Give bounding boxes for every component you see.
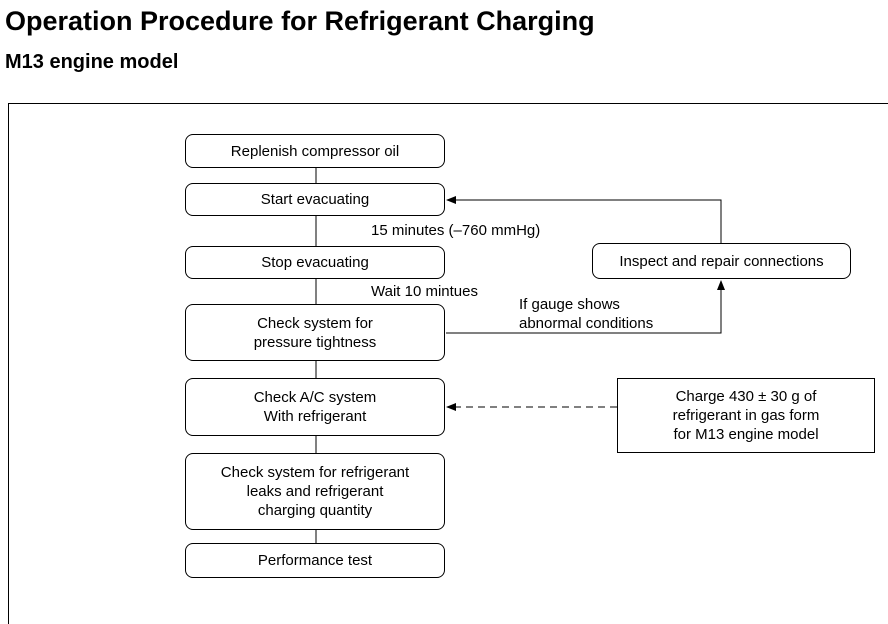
check-leaks-line-3: charging quantity bbox=[257, 502, 373, 519]
check-leaks-line-2: leaks and refrigerant bbox=[246, 483, 384, 500]
charge-note-line-1: Charge 430 ± 30 g of bbox=[675, 388, 817, 405]
inspect-repair-label: Inspect and repair connections bbox=[619, 252, 824, 270]
check-leaks-line-1: Check system for refrigerant bbox=[220, 464, 410, 481]
performance-test-step: Performance test bbox=[185, 543, 445, 578]
abnormal-conditions-label: If gauge shows abnormal conditions bbox=[519, 295, 653, 333]
page-subtitle: M13 engine model bbox=[5, 51, 179, 73]
inspect-repair-step: Inspect and repair connections bbox=[592, 243, 851, 279]
abnormal-line-1: If gauge shows bbox=[519, 296, 620, 313]
check-tightness-step: Check system for pressure tightness bbox=[185, 304, 445, 361]
stop-evacuating-label: Stop evacuating bbox=[261, 254, 369, 271]
check-ac-step: Check A/C system With refrigerant bbox=[185, 378, 445, 436]
check-ac-line-2: With refrigerant bbox=[263, 408, 367, 425]
abnormal-arrow bbox=[446, 280, 725, 334]
check-ac-line-1: Check A/C system bbox=[253, 389, 377, 406]
wait-time-label: Wait 10 mintues bbox=[371, 283, 478, 300]
replenish-oil-label: Replenish compressor oil bbox=[230, 142, 400, 160]
abnormal-line-2: abnormal conditions bbox=[519, 315, 654, 332]
check-tightness-line-1: Check system for bbox=[257, 314, 373, 332]
performance-test-label: Performance test bbox=[257, 552, 373, 569]
check-tightness-line-2: pressure tightness bbox=[253, 333, 377, 351]
diagram-frame bbox=[8, 103, 888, 624]
evacuation-time-label: 15 minutes (–760 mmHg) bbox=[371, 222, 541, 239]
charge-note-line-3: for M13 engine model bbox=[673, 426, 819, 443]
check-leaks-step: Check system for refrigerant leaks and r… bbox=[185, 453, 445, 530]
replenish-oil-step: Replenish compressor oil bbox=[185, 134, 445, 168]
flow-connectors bbox=[315, 168, 725, 543]
charge-note-line-2: refrigerant in gas form bbox=[672, 407, 820, 424]
page-title: Operation Procedure for Refrigerant Char… bbox=[5, 6, 595, 36]
start-evacuating-label: Start evacuating bbox=[260, 191, 370, 208]
repair-return-arrow bbox=[446, 196, 722, 243]
charge-note-box: Charge 430 ± 30 g of refrigerant in gas … bbox=[617, 378, 875, 453]
stop-evacuating-step: Stop evacuating bbox=[185, 246, 445, 279]
start-evacuating-step: Start evacuating bbox=[185, 183, 445, 216]
